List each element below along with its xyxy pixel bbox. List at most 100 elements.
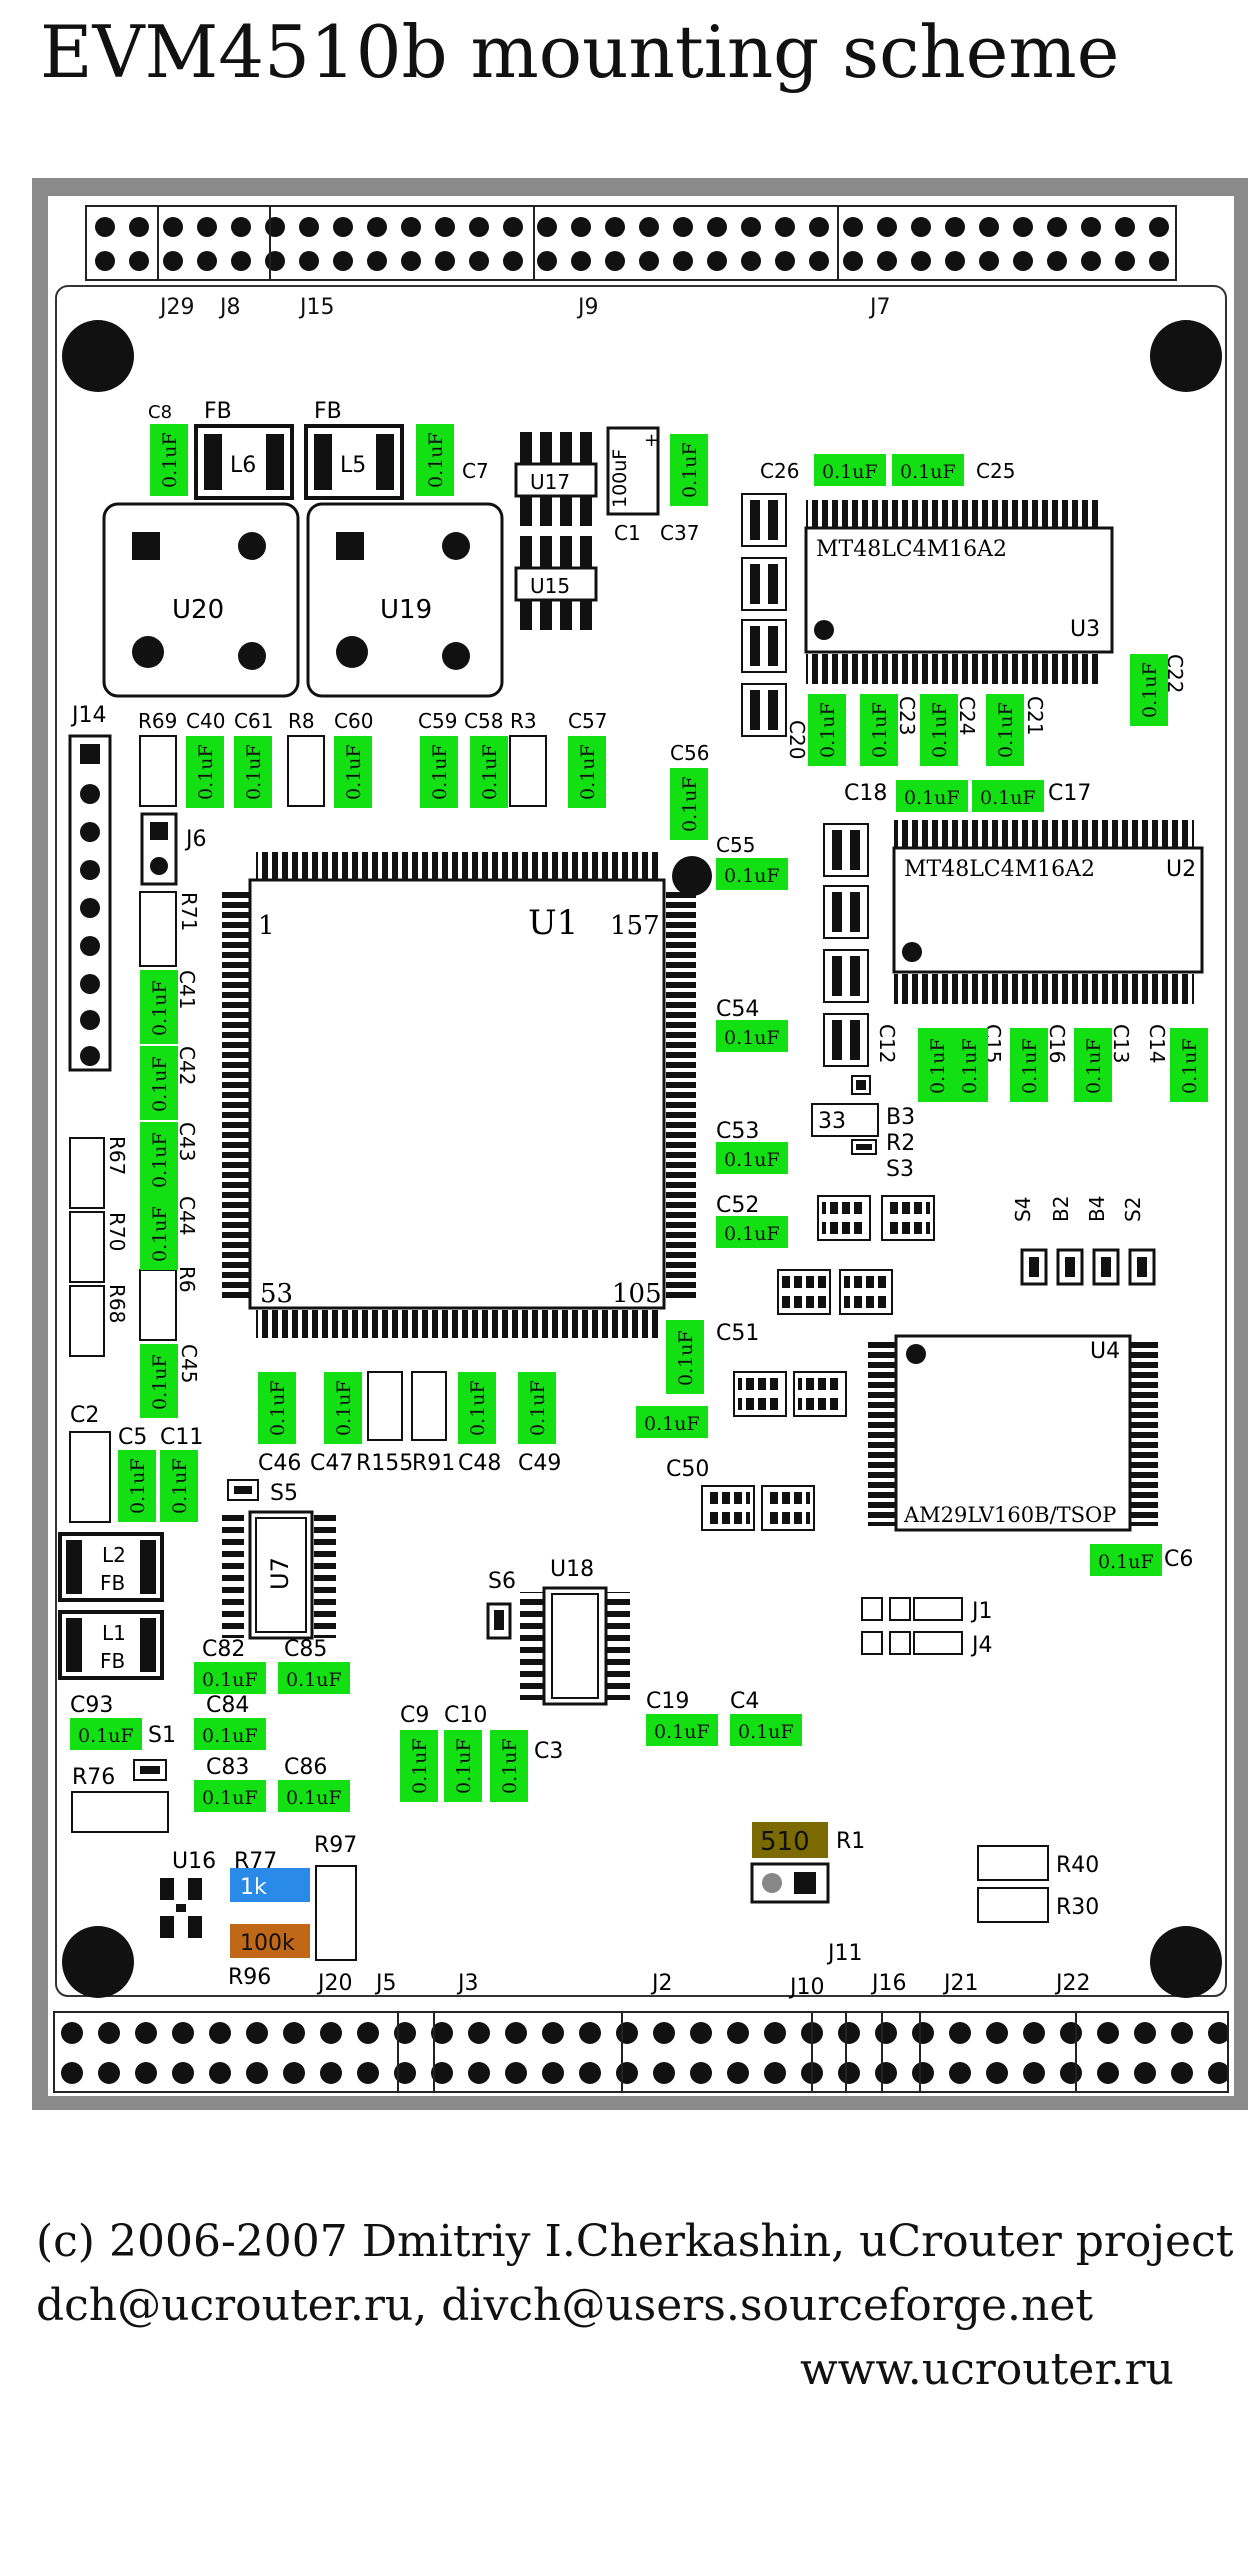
capacitor-0.1uf xyxy=(234,736,272,808)
label-c86: C86 xyxy=(284,1755,327,1780)
resistor-r96 xyxy=(230,1924,310,1958)
label-b4: B4 xyxy=(1085,1196,1109,1222)
capacitor-value-label: 0.1uF xyxy=(467,1380,489,1436)
bottom-connector xyxy=(53,2011,1229,2093)
label-r69: R69 xyxy=(138,709,177,733)
label-c4: C4 xyxy=(730,1689,759,1714)
r1-value: 510 xyxy=(760,1827,810,1857)
label-j22: J22 xyxy=(1054,1971,1090,1996)
capacitor-0.1uf xyxy=(860,694,898,766)
resistor-r97 xyxy=(315,1865,357,1961)
capacitor-value-label: 0.1uF xyxy=(822,461,878,483)
label-c5: C5 xyxy=(118,1425,147,1450)
label-c48: C48 xyxy=(458,1451,501,1476)
chip-u3 xyxy=(804,526,1114,654)
label-j20: J20 xyxy=(316,1971,352,1996)
label-r67: R67 xyxy=(105,1136,129,1175)
capacitor-value-label: 0.1uF xyxy=(679,776,701,832)
capacitor-0.1uf xyxy=(400,1730,438,1802)
capacitor-0.1uf xyxy=(972,780,1044,812)
capacitor-value-label: 0.1uF xyxy=(724,1149,780,1171)
capacitor-value-label: 0.1uF xyxy=(149,1354,171,1410)
capacitor-0.1uf xyxy=(458,1372,496,1444)
label-j3: J3 xyxy=(456,1971,479,1996)
label-c3: C3 xyxy=(534,1739,563,1764)
label-c6: C6 xyxy=(1164,1547,1193,1572)
capacitor-value-label: 0.1uF xyxy=(429,744,451,800)
r96-value: 100k xyxy=(240,1931,295,1956)
capacitor-0.1uf xyxy=(444,1730,482,1802)
resistor-r1 xyxy=(752,1822,828,1858)
capacitor-0.1uf xyxy=(140,1046,178,1120)
capacitor-0.1uf xyxy=(490,1730,528,1802)
capacitor-value-label: 0.1uF xyxy=(929,702,951,758)
capacitor-value-label: 0.1uF xyxy=(202,1669,258,1691)
label-c2: C2 xyxy=(70,1403,99,1428)
capacitor-0.1uf xyxy=(1090,1544,1162,1576)
capacitor-value-label: 0.1uF xyxy=(149,1056,171,1112)
label-j21: J21 xyxy=(942,1971,978,1996)
label-c8: C8 xyxy=(148,402,172,423)
label-c40: C40 xyxy=(186,709,225,733)
label-b3: B3 xyxy=(886,1105,915,1130)
capacitor-value-label: 0.1uF xyxy=(980,787,1036,809)
label-u20: U20 xyxy=(172,595,224,625)
capacitor-value-label: 0.1uF xyxy=(286,1669,342,1691)
capacitor-0.1uf xyxy=(918,1028,956,1102)
resistor-r76 xyxy=(71,1791,169,1833)
capacitor-value-label: 0.1uF xyxy=(654,1721,710,1743)
capacitor-value-label: 0.1uF xyxy=(738,1721,794,1743)
label-fb: FB xyxy=(314,399,342,424)
rnet-group-2 xyxy=(823,823,869,1067)
label-s5: S5 xyxy=(270,1481,298,1506)
resistor-r67 xyxy=(69,1137,105,1209)
capacitor-0.1uf xyxy=(150,424,188,496)
label-c19: C19 xyxy=(646,1689,689,1714)
capacitor-0.1uf xyxy=(140,1196,178,1270)
label-u16: U16 xyxy=(172,1849,216,1874)
capacitor-0.1uf xyxy=(518,1372,556,1444)
capacitor-value-label: 0.1uF xyxy=(904,787,960,809)
label-c18: C18 xyxy=(844,781,887,806)
chip-u2 xyxy=(892,846,1204,974)
label-j14: J14 xyxy=(70,703,106,728)
label-u18: U18 xyxy=(550,1557,594,1582)
label-c41: C41 xyxy=(175,970,199,1009)
cpu-u1 xyxy=(248,878,666,1310)
label-j6: J6 xyxy=(184,827,207,852)
label-j9: J9 xyxy=(576,295,599,320)
label-j2: J2 xyxy=(650,1971,673,1996)
label-fb: FB xyxy=(204,399,232,424)
capacitor-0.1uf xyxy=(278,1780,350,1812)
resistor-r77 xyxy=(230,1868,310,1902)
chip-u15 xyxy=(514,566,598,602)
capacitor-value-label: 0.1uF xyxy=(333,1380,355,1436)
label-u2: U2 xyxy=(1166,857,1196,882)
capacitor-0.1uf xyxy=(716,1216,788,1248)
label-c17: C17 xyxy=(1048,781,1091,806)
capacitor-value-label: 0.1uF xyxy=(724,1223,780,1245)
label-c26: C26 xyxy=(760,459,799,483)
label-c23: C23 xyxy=(895,696,919,735)
label-j16: J16 xyxy=(870,1971,906,1996)
label-j11: J11 xyxy=(826,1941,862,1966)
u1-pin53: 53 xyxy=(260,1279,293,1309)
label-c85: C85 xyxy=(284,1637,327,1662)
svg-text:+: + xyxy=(644,430,659,451)
mount-hole xyxy=(62,320,134,392)
capacitor-value-label: 0.1uF xyxy=(169,1458,191,1514)
footer-website: www.ucrouter.ru xyxy=(800,2344,1174,2395)
label-c21: C21 xyxy=(1023,696,1047,735)
capacitor-0.1uf xyxy=(186,736,224,808)
label-r155: R155 xyxy=(356,1451,413,1476)
capacitor-value-label: 0.1uF xyxy=(243,744,265,800)
label-r97: R97 xyxy=(314,1833,357,1858)
label-fb: FB xyxy=(100,1649,125,1673)
u1-pin105: 105 xyxy=(612,1279,662,1309)
label-b2: B2 xyxy=(1049,1196,1073,1222)
capacitor-value-label: 0.1uF xyxy=(577,744,599,800)
resistor-33 xyxy=(811,1103,879,1137)
rnet-group-1 xyxy=(741,493,787,737)
u3-part: MT48LC4M16A2 xyxy=(816,537,1007,562)
label-r3: R3 xyxy=(510,709,537,733)
